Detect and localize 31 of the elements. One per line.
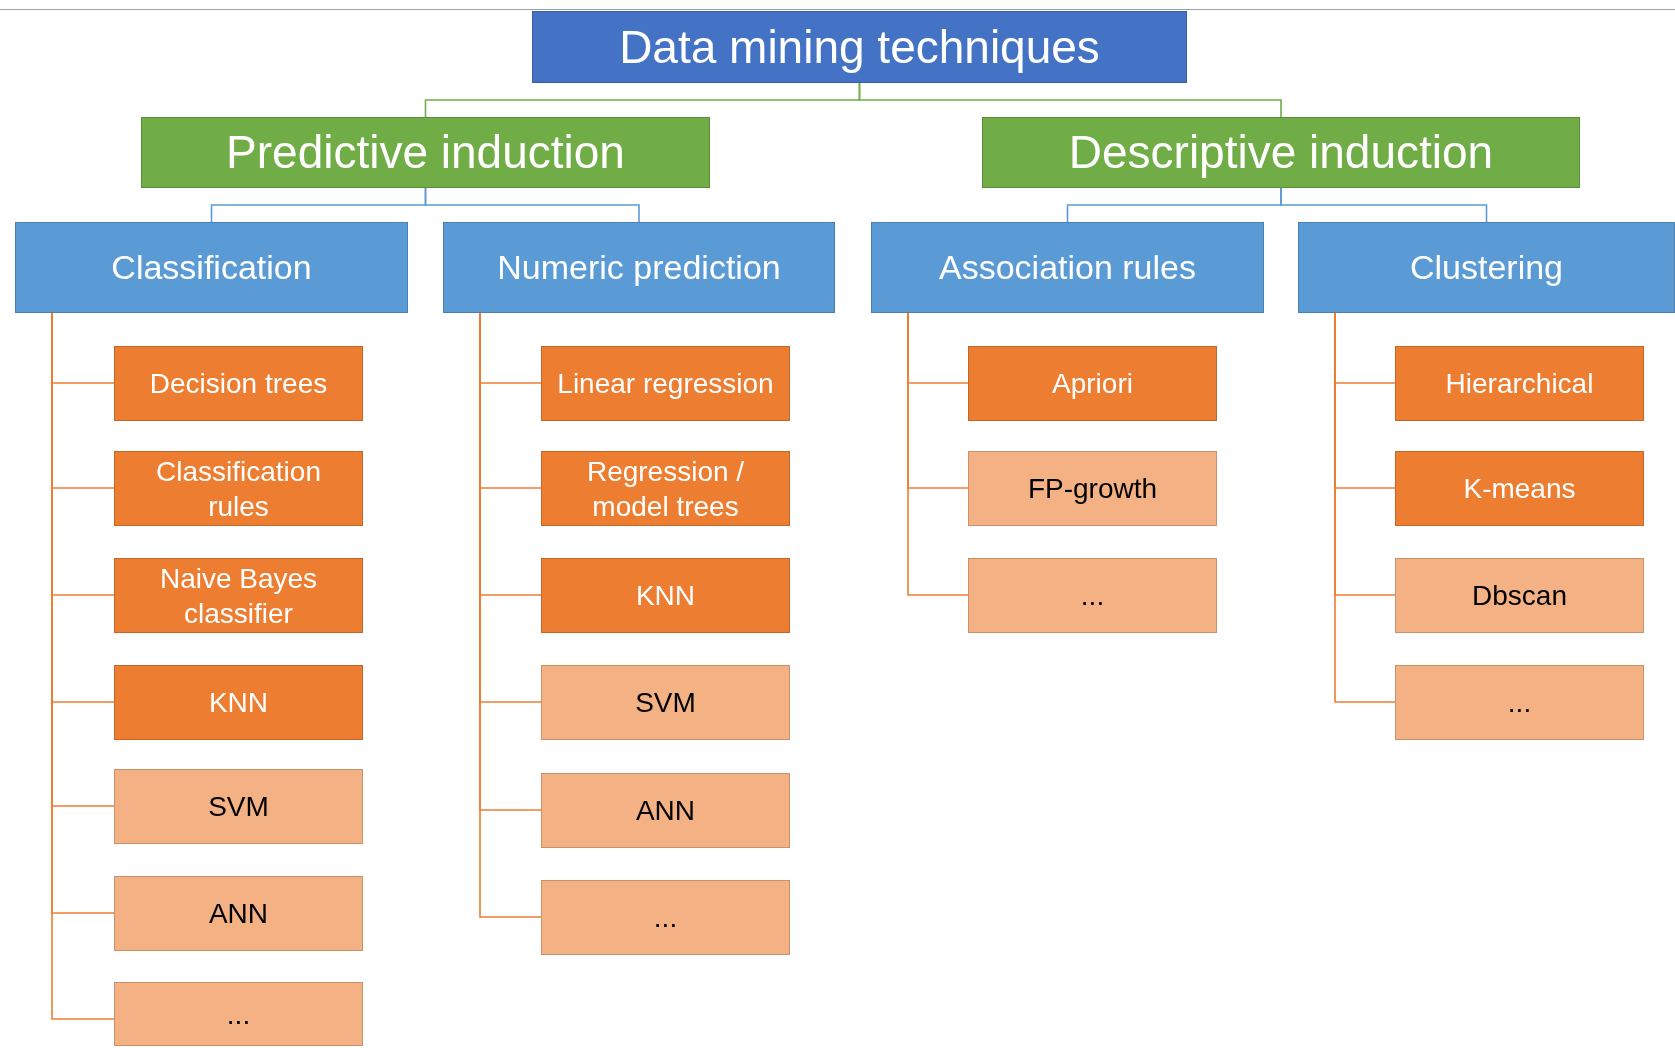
technique-box: KNN: [114, 665, 363, 740]
connector-line: [858, 82, 1282, 118]
technique-box: K-means: [1395, 451, 1644, 526]
technique-box: ...: [114, 982, 363, 1046]
technique-box: Apriori: [968, 346, 1217, 421]
technique-box: Dbscan: [1395, 558, 1644, 633]
technique-box: Linear regression: [541, 346, 790, 421]
technique-box: SVM: [541, 665, 790, 740]
category-box: Predictive induction: [141, 117, 710, 188]
connector-line: [907, 312, 969, 596]
technique-box: ...: [1395, 665, 1644, 740]
technique-box: Regression / model trees: [541, 451, 790, 526]
method-box: Classification: [15, 222, 408, 313]
category-box: Descriptive induction: [982, 117, 1580, 188]
technique-box: ANN: [114, 876, 363, 951]
technique-box: Decision trees: [114, 346, 363, 421]
technique-box: SVM: [114, 769, 363, 844]
technique-box: ...: [541, 880, 790, 955]
connector-line: [1280, 187, 1488, 223]
technique-box: ANN: [541, 773, 790, 848]
method-box: Numeric prediction: [443, 222, 835, 313]
technique-box: FP-growth: [968, 451, 1217, 526]
method-box: Association rules: [871, 222, 1264, 313]
technique-box: KNN: [541, 558, 790, 633]
technique-box: Hierarchical: [1395, 346, 1644, 421]
method-box: Clustering: [1298, 222, 1675, 313]
technique-box: ...: [968, 558, 1217, 633]
title-box: Data mining techniques: [532, 11, 1187, 83]
connector-line: [424, 187, 640, 223]
technique-box: Classification rules: [114, 451, 363, 526]
technique-box: Naive Bayes classifier: [114, 558, 363, 633]
